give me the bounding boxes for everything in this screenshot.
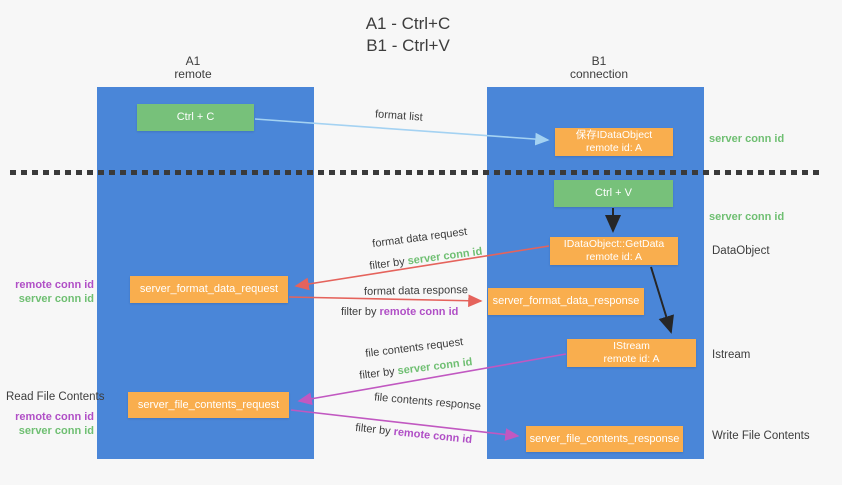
read-file-contents-label: Read File Contents — [6, 391, 105, 403]
column-header-a1: A1 remote — [133, 55, 253, 81]
column-b1-subtitle: connection — [569, 67, 629, 81]
remote-conn-id-text: remote conn id — [392, 425, 473, 447]
format-data-response-arrow — [288, 294, 483, 308]
remote-conn-id-label-file: remote conn id — [15, 411, 94, 423]
format-list-label: format list — [374, 108, 424, 124]
istream-node: IStream remote id: A — [567, 339, 696, 367]
filter-by-server-conn-id-label-1: filter by server conn id — [369, 246, 483, 273]
server-conn-id-side-label-mid: server conn id — [709, 211, 785, 223]
write-file-contents-label: Write File Contents — [712, 430, 810, 442]
filter-by-text: filter by — [358, 365, 399, 382]
server-file-contents-response-label: server_file_contents_response — [529, 432, 680, 445]
diagram-title: A1 - Ctrl+C B1 - Ctrl+V — [308, 13, 508, 57]
istream-line1: IStream — [613, 340, 650, 352]
file-conn-id-group: remote conn id server conn id — [0, 410, 94, 438]
filter-by-remote-conn-id-label-2: filter by remote conn id — [355, 422, 473, 446]
server-file-contents-request-node: server_file_contents_request — [128, 392, 289, 418]
save-dataobject-node: 保存IDataObject remote id: A — [555, 128, 673, 156]
format-data-response-label: format data response — [363, 284, 469, 298]
column-a1-title: A1 — [185, 54, 201, 68]
filter-by-server-conn-id-label-2: filter by server conn id — [359, 356, 473, 382]
server-conn-id-text: server conn id — [406, 245, 484, 268]
ctrl-v-label: Ctrl + V — [595, 187, 632, 199]
column-header-b1: B1 connection — [539, 55, 659, 81]
save-dataobject-line1: 保存IDataObject — [575, 129, 653, 141]
server-conn-id-label-format: server conn id — [18, 293, 94, 305]
server-format-data-response-node: server_format_data_response — [488, 288, 644, 315]
dataobject-side-label: DataObject — [712, 245, 770, 257]
filter-by-text: filter by — [368, 255, 409, 273]
ctrl-c-node: Ctrl + C — [137, 104, 254, 131]
filter-by-remote-conn-id-label-1: filter by remote conn id — [341, 306, 458, 318]
server-format-data-request-label: server_format_data_request — [139, 283, 279, 295]
format-conn-id-group: remote conn id server conn id — [0, 278, 94, 306]
server-file-contents-response-node: server_file_contents_response — [526, 426, 683, 452]
filter-by-text: filter by — [354, 421, 395, 438]
getdata-line1: IDataObject::GetData — [563, 238, 665, 250]
file-contents-response-label: file contents response — [373, 391, 482, 413]
server-conn-id-side-label-top: server conn id — [709, 133, 785, 145]
ctrl-c-label: Ctrl + C — [176, 111, 215, 123]
istream-side-label: Istream — [712, 349, 751, 361]
save-dataobject-line2: remote id: A — [585, 142, 643, 154]
istream-line2: remote id: A — [603, 353, 660, 365]
copy-paste-divider-line — [10, 170, 823, 175]
ctrl-v-node: Ctrl + V — [554, 180, 673, 207]
file-contents-request-label: file contents request — [364, 336, 464, 360]
server-format-data-response-label: server_format_data_response — [492, 295, 640, 307]
server-file-contents-request-label: server_file_contents_request — [137, 398, 280, 411]
column-b1-title: B1 — [591, 54, 607, 68]
server-conn-id-label-file: server conn id — [18, 425, 94, 437]
filter-by-text: filter by — [341, 306, 380, 318]
server-format-data-request-node: server_format_data_request — [130, 276, 288, 303]
getdata-line2: remote id: A — [585, 251, 643, 263]
server-conn-id-text: server conn id — [396, 356, 474, 378]
column-a1-subtitle: remote — [174, 67, 212, 81]
remote-conn-id-label-format: remote conn id — [15, 279, 94, 291]
remote-conn-id-text: remote conn id — [379, 306, 459, 318]
title-line-1: A1 - Ctrl+C — [365, 14, 451, 33]
title-line-2: B1 - Ctrl+V — [366, 36, 450, 55]
format-data-request-label: format data request — [371, 225, 468, 251]
idataobject-getdata-node: IDataObject::GetData remote id: A — [550, 237, 678, 265]
